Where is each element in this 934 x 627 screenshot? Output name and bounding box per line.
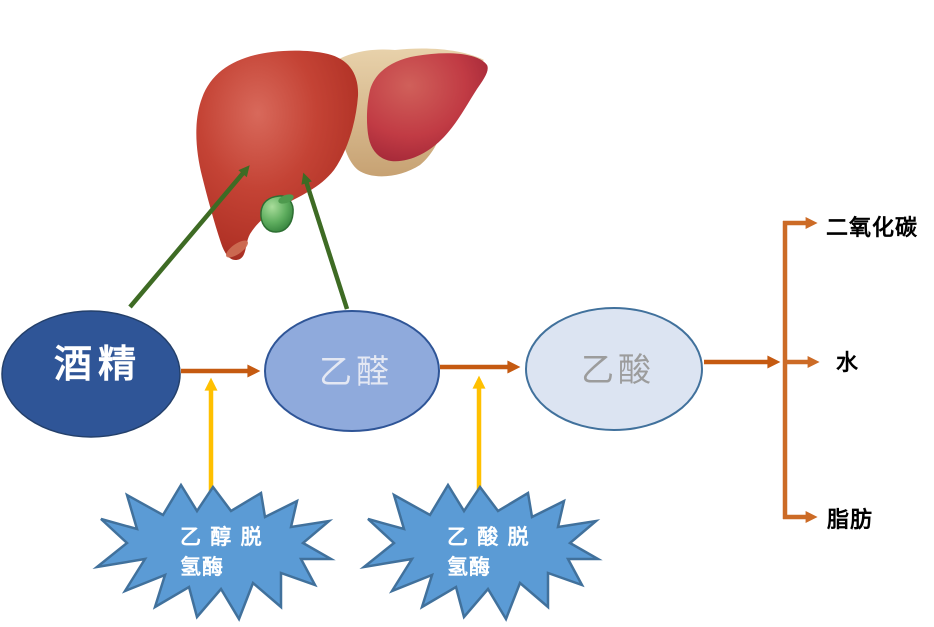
enzyme-starburst-acetic-dehydrogenase	[359, 482, 603, 622]
starburst-shape	[92, 482, 336, 622]
liver-illustration	[196, 48, 488, 261]
enzyme-label-acetic-dehydrogenase-line2: 氢酶	[447, 555, 491, 579]
product-label-water: 水	[836, 351, 859, 376]
node-alcohol	[1, 310, 181, 438]
enzyme-label-acetic-dehydrogenase-line1: 乙 酸 脱	[447, 525, 530, 549]
node-acetic-acid	[525, 307, 703, 431]
product-label-fat: 脂肪	[827, 507, 873, 533]
node-label-alcohol: 酒精	[54, 342, 142, 386]
product-label-carbon-dioxide: 二氧化碳	[826, 215, 918, 241]
node-acetaldehyde	[264, 310, 440, 432]
enzyme-label-alcohol-dehydrogenase-line2: 氢酶	[180, 555, 224, 579]
organ-arrow-acetaldehyde-to-liver	[301, 172, 350, 310]
liver-right-lobe	[366, 53, 488, 162]
liver-left-lobe	[196, 50, 359, 261]
liver-lobe-fold-highlight	[225, 240, 249, 258]
enzyme-label-alcohol-dehydrogenase-line1: 乙 醇 脱	[180, 525, 263, 549]
node-label-acetaldehyde: 乙醛	[319, 352, 393, 391]
gallbladder	[260, 195, 294, 233]
organ-arrow-alcohol-to-liver	[128, 165, 250, 309]
starburst-shape	[359, 482, 603, 622]
gallbladder-neck	[278, 194, 294, 204]
node-label-acetic-acid: 乙酸	[581, 350, 655, 389]
enzyme-starburst-alcohol-dehydrogenase	[92, 482, 336, 622]
